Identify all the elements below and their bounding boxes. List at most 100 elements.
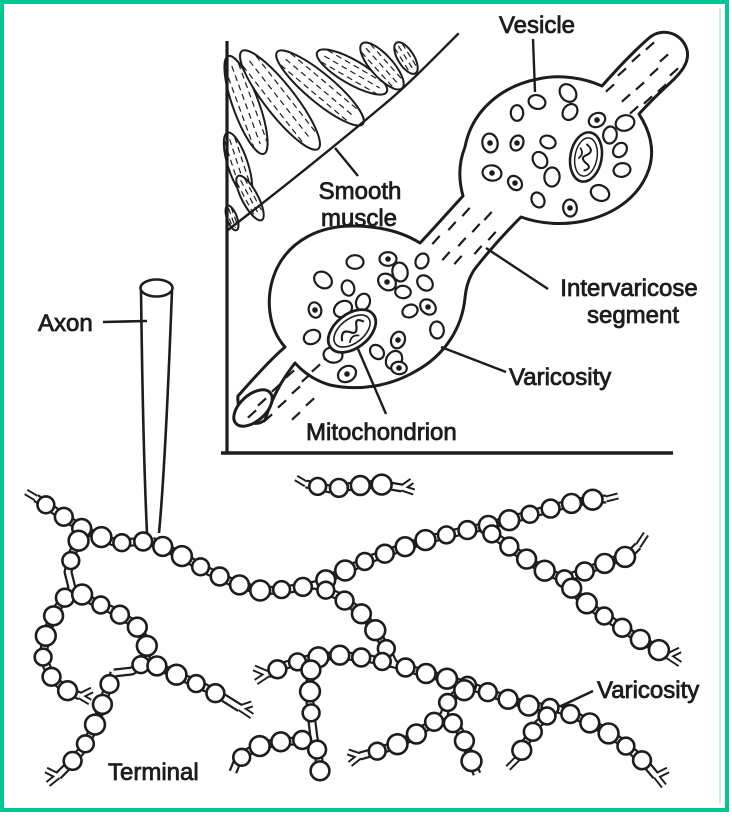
smooth-muscle-cell (275, 49, 365, 127)
varicosity-bead (34, 624, 58, 647)
varicosity-bead (370, 473, 393, 496)
varicosity-bead (292, 576, 314, 598)
axoplasm-dash (657, 83, 667, 93)
varicosity-bead (62, 750, 83, 772)
dense-core-vesicle (562, 198, 578, 218)
varicosity-bead (228, 574, 251, 596)
varicosity-bead (350, 603, 373, 625)
axoplasm-dash (621, 93, 631, 103)
vesicle (368, 343, 386, 361)
dense-core-vesicle (587, 111, 607, 129)
dense-core-vesicle (481, 164, 503, 182)
varicosity-bead (170, 544, 194, 568)
varicosity-bead (477, 681, 498, 703)
dense-core-vesicle (509, 134, 525, 152)
varicosity-bead (316, 580, 336, 600)
varicosity-bead (575, 592, 598, 615)
vesicle (589, 183, 611, 203)
vesicle (391, 261, 409, 283)
varicosity-bead (349, 474, 371, 497)
varicosity-bead (482, 524, 502, 544)
varicosity-bead (334, 590, 355, 611)
varicosity-bead (146, 655, 168, 677)
varicosity-bead (581, 488, 604, 511)
varicosity-bead (367, 741, 387, 761)
vesicle (543, 166, 561, 188)
varicosity-bead (112, 532, 132, 553)
varicosity-bead (533, 559, 556, 582)
varicosity-bead (364, 618, 387, 642)
varicosity-bead (574, 561, 595, 582)
varicosity-bead (70, 583, 94, 606)
vesicle (539, 134, 557, 150)
varicosity-bead (205, 682, 226, 704)
vesicle (509, 104, 525, 122)
varicosity-bead (560, 703, 581, 725)
varicosity-bead (186, 673, 206, 694)
varicosity-bead (54, 587, 76, 608)
varicosity-bead (232, 747, 252, 767)
axoplasm-dash (453, 255, 463, 265)
axoplasm-dash (291, 411, 301, 421)
axoplasm-dash (447, 221, 457, 231)
varicosity-bead (522, 721, 543, 742)
mitochondrion-label: Mitochondrion (306, 419, 457, 446)
varicosity-bead (579, 712, 601, 734)
axoplasm-dash (457, 237, 467, 247)
vesicle-label: Vesicle (499, 12, 575, 39)
vesicle (313, 270, 333, 290)
mitochondrion (326, 308, 378, 354)
varicosity-bead (520, 504, 540, 524)
varicosity-bead (309, 760, 331, 782)
varicosity-bead (453, 730, 476, 752)
dense-core-vesicle (506, 174, 524, 192)
varicosity-bead (61, 550, 81, 571)
main-varicosity-pointer-line (560, 689, 594, 708)
varicosity-bead (560, 492, 583, 515)
vesicle (416, 274, 434, 292)
vesicle (302, 328, 322, 346)
varicosity-bead (36, 495, 56, 515)
varicosity-bead (616, 736, 636, 756)
varicosity-bead (631, 750, 653, 771)
vesicle (561, 102, 579, 122)
axon-drawing (102, 278, 174, 534)
smooth-muscle-pointer-line (334, 147, 359, 177)
varicosity-bead (133, 531, 154, 552)
varicosity-bead (435, 667, 459, 690)
varicosity-bead (511, 739, 533, 761)
axoplasm-dash (431, 235, 441, 245)
varicosity-bead (540, 498, 561, 519)
varicosity-bead (334, 559, 357, 582)
varicosity-bead (611, 617, 633, 638)
vesicle (614, 114, 636, 132)
varicosity-bead (91, 693, 114, 716)
varicosity-bead (414, 528, 437, 552)
vesicle (429, 320, 445, 340)
varicosity-bead (613, 545, 637, 569)
vesicle (531, 150, 549, 170)
axoplasm-dash (473, 245, 483, 255)
varicosity-bead (270, 731, 292, 753)
axoplasm-dash (617, 67, 627, 77)
axoplasm-dash (645, 41, 655, 51)
vesicle (611, 141, 629, 159)
vesicle (527, 93, 547, 111)
vesicle (345, 254, 365, 270)
varicosity-bead (41, 666, 62, 687)
dense-core-vesicle (336, 364, 358, 384)
varicosity-bead (152, 535, 174, 558)
varicosity-bead (394, 535, 416, 558)
vesicle-pointer-line (531, 38, 537, 93)
axoplasm-dash (461, 207, 471, 217)
varicosity-bead (423, 711, 445, 732)
axoplasm-dash (629, 105, 639, 115)
axoplasm-dash (631, 53, 641, 63)
varicosity-bead (33, 647, 53, 667)
vesicle (602, 125, 618, 145)
mitochondria (326, 131, 604, 354)
varicosity-bead (436, 525, 457, 545)
labels: Vesicle Smooth muscle Intervaricose segm… (38, 12, 700, 787)
